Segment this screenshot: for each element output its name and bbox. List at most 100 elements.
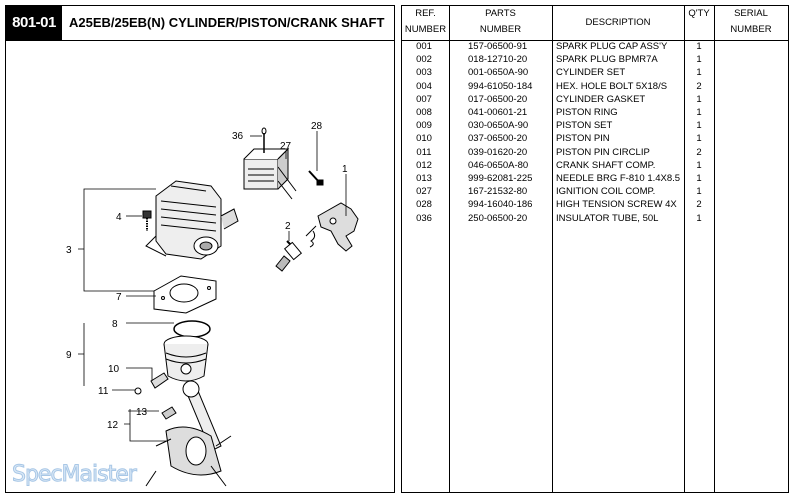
row-part-number: 017-06500-20 [468, 93, 528, 105]
cylinder-part [145, 180, 239, 260]
row-description: CRANK SHAFT COMP. [556, 159, 656, 171]
header-bar: 801-01 A25EB/25EB(N) CYLINDER/PISTON/CRA… [6, 6, 394, 41]
row-qty: 1 [696, 212, 702, 224]
row-qty: 1 [696, 120, 702, 132]
callout-11: 11 [98, 386, 109, 397]
exploded-parts-diagram: 36 27 28 1 4 3 2 7 8 9 10 11 13 12 [66, 121, 359, 487]
row-part-number: 157-06500-91 [468, 41, 528, 52]
header-ref: REF.NUMBER [402, 6, 449, 41]
section-code-badge: 801-01 [6, 6, 62, 40]
row-qty: 1 [696, 173, 702, 184]
row-qty: 1 [696, 54, 702, 66]
ref-column [402, 6, 450, 492]
high-tension-screw-part [308, 170, 324, 186]
row-qty: 2 [696, 199, 702, 211]
row-description: SPARK PLUG CAP ASS'Y [556, 41, 668, 52]
parts-column [449, 6, 553, 492]
ignition-coil-part [243, 147, 297, 200]
callout-2: 2 [285, 221, 291, 232]
row-ref: 004 [416, 80, 432, 92]
page-title: A25EB/25EB(N) CYLINDER/PISTON/CRANK SHAF… [69, 15, 385, 30]
diagram-panel: 801-01 A25EB/25EB(N) CYLINDER/PISTON/CRA… [5, 5, 395, 493]
callout-4: 4 [116, 212, 122, 223]
row-description: IGNITION COIL COMP. [556, 186, 656, 198]
row-ref: 002 [416, 54, 432, 66]
cylinder-gasket-part [153, 275, 217, 314]
row-ref: 012 [416, 159, 432, 171]
row-description: HEX. HOLE BOLT 5X18/S [556, 80, 668, 92]
row-description: PISTON RING [556, 107, 618, 118]
row-part-number: 046-0650A-80 [468, 159, 529, 171]
row-qty: 1 [696, 107, 702, 118]
row-ref: 027 [416, 186, 432, 198]
row-qty: 1 [696, 93, 702, 105]
row-part-number: 994-61050-184 [468, 80, 533, 92]
callout-8: 8 [112, 319, 118, 330]
row-part-number: 037-06500-20 [468, 133, 528, 145]
row-description: HIGH TENSION SCREW 4X [556, 199, 677, 211]
row-ref: 013 [416, 173, 432, 184]
callout-28: 28 [311, 121, 323, 132]
header-qty: Q'TY [684, 6, 714, 41]
row-qty: 1 [696, 67, 702, 79]
watermark-logo: SpecMaister [12, 462, 138, 488]
row-part-number: 001-0650A-90 [468, 67, 529, 79]
callout-1: 1 [342, 164, 348, 175]
circlip-part [134, 387, 142, 395]
row-part-number: 039-01620-20 [468, 146, 528, 158]
row-qty: 1 [696, 41, 702, 52]
row-description: INSULATOR TUBE, 50L [556, 212, 659, 224]
callout-10: 10 [108, 364, 120, 375]
description-column [552, 6, 685, 492]
insulator-tube-part [261, 127, 267, 153]
row-part-number: 994-16040-186 [468, 199, 533, 211]
callout-13: 13 [136, 407, 148, 418]
row-part-number: 018-12710-20 [468, 54, 528, 66]
spark-plug-cap-part [305, 202, 359, 252]
spark-plug-part [275, 240, 303, 272]
row-part-number: 250-06500-20 [468, 212, 528, 224]
callout-36: 36 [232, 131, 244, 142]
piston-ring-part [173, 320, 211, 338]
row-description: PISTON PIN CIRCLIP [556, 146, 650, 158]
row-part-number: 030-0650A-90 [468, 120, 529, 132]
row-ref: 001 [416, 41, 432, 52]
crank-shaft-part [145, 380, 232, 487]
row-description: CYLINDER SET [556, 67, 626, 79]
piston-part [163, 335, 209, 382]
row-part-number: 999-62081-225 [468, 173, 533, 184]
row-ref: 003 [416, 67, 432, 79]
row-ref: 028 [416, 199, 432, 211]
callout-12: 12 [107, 420, 119, 431]
row-description: PISTON PIN [556, 133, 610, 145]
callout-27: 27 [280, 141, 292, 152]
row-description: CYLINDER GASKET [556, 93, 646, 105]
row-qty: 1 [696, 133, 702, 145]
row-description: NEEDLE BRG F-810 1.4X8.5 [556, 173, 681, 184]
callout-9: 9 [66, 350, 72, 361]
row-ref: 007 [416, 93, 432, 105]
row-ref: 036 [416, 212, 432, 224]
row-qty: 2 [696, 80, 702, 92]
row-part-number: 041-00601-21 [468, 107, 528, 118]
row-ref: 010 [416, 133, 432, 145]
callout-3: 3 [66, 245, 72, 256]
header-description: DESCRIPTION [552, 6, 684, 41]
needle-bearing-part [161, 406, 177, 420]
row-qty: 2 [696, 146, 702, 158]
row-ref: 011 [416, 146, 432, 158]
row-description: PISTON SET [556, 120, 613, 132]
row-description: SPARK PLUG BPMR7A [556, 54, 658, 66]
row-qty: 1 [696, 159, 702, 171]
qty-column [684, 6, 715, 492]
row-qty: 1 [696, 186, 702, 198]
row-part-number: 167-21532-80 [468, 186, 528, 198]
hex-bolt-part [142, 210, 152, 231]
callout-7: 7 [116, 292, 122, 303]
row-ref: 008 [416, 107, 432, 118]
piston-pin-part [150, 372, 169, 389]
row-ref: 009 [416, 120, 432, 132]
